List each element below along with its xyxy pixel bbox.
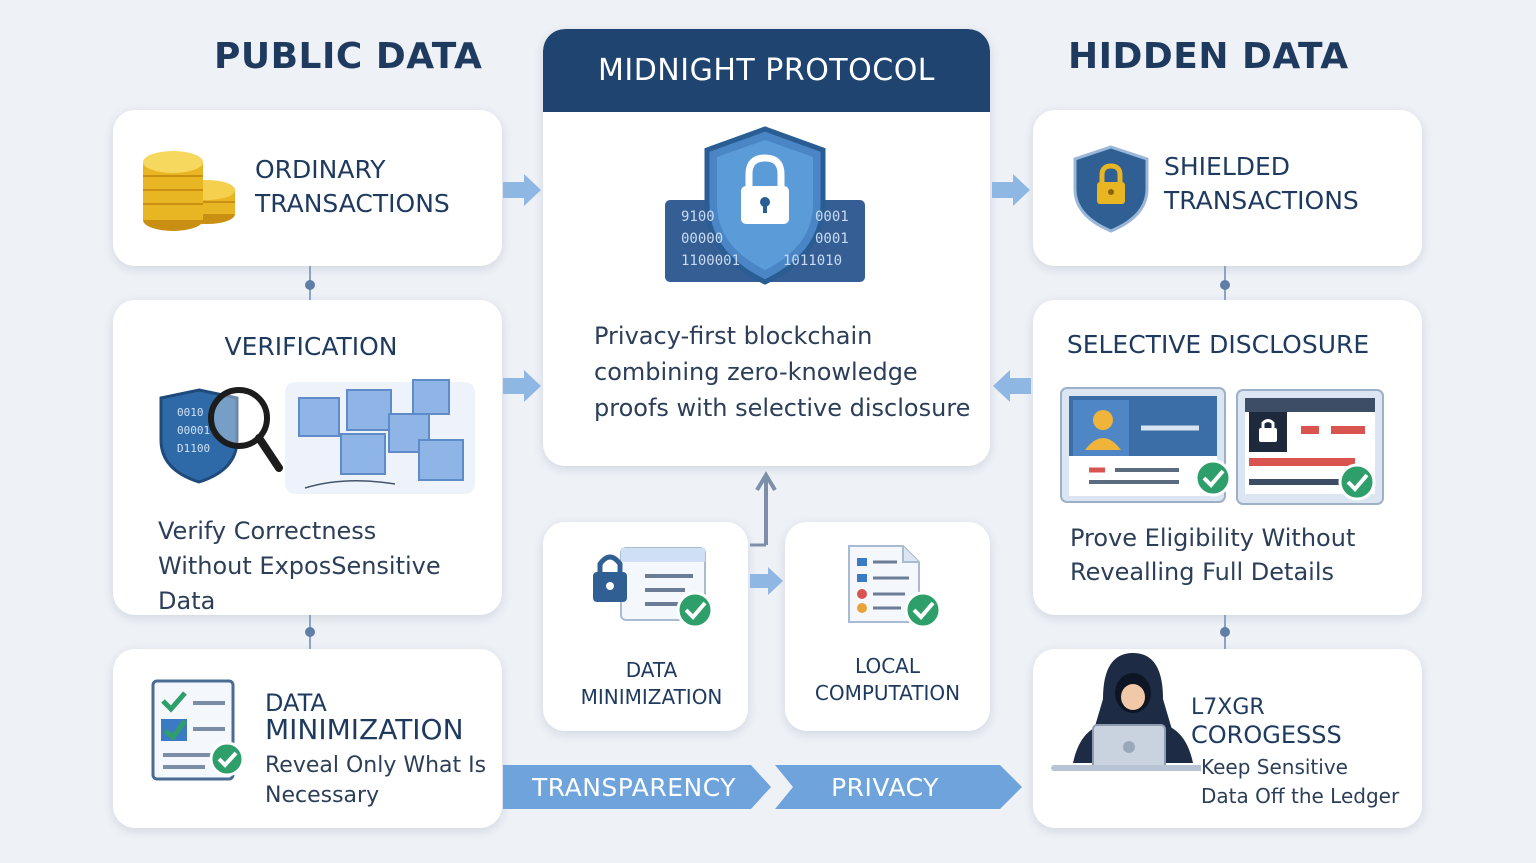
blocks-icon <box>285 379 475 494</box>
local-title-2: COMPUTATION <box>814 681 961 705</box>
arrow-ordinary-to-protocol <box>503 174 541 206</box>
check-icon <box>1338 463 1376 501</box>
protocol-header <box>543 29 990 112</box>
shield-binary-1: 0010 <box>177 406 204 419</box>
protocol-description-2: combining zero-knowledge <box>594 358 918 386</box>
shielded-transactions-card: SHIELDED TRANSACTIONS <box>1033 110 1422 266</box>
ledger-card: L7XGR COROGESSS Keep Sensitive Data Off … <box>1033 649 1422 828</box>
minimization-title-1: DATA <box>265 689 327 717</box>
connector-dot-4 <box>1220 627 1230 637</box>
shielded-title-2: TRANSACTIONS <box>1164 186 1359 215</box>
id-card-icon <box>593 547 706 621</box>
connector-dot-2 <box>305 627 315 637</box>
binary-right-2: 0001 <box>815 231 849 247</box>
transparency-band-shape <box>503 765 771 809</box>
middle-min-title-2: MINIMIZATION <box>580 685 723 709</box>
selective-desc-1: Prove Eligibility Without <box>1070 524 1356 552</box>
public-data-heading: PUBLIC DATA <box>214 36 483 77</box>
shielded-title-1: SHIELDED <box>1164 152 1291 181</box>
ledger-desc-2: Data Off the Ledger <box>1201 784 1400 808</box>
ledger-title-1: L7XGR <box>1191 695 1265 720</box>
shield-lock-icon <box>1073 145 1149 233</box>
magnifier-icon <box>159 387 283 484</box>
connector-dot-3 <box>1220 280 1230 290</box>
selective-title: SELECTIVE DISCLOSURE <box>1066 330 1370 359</box>
protocol-description-1: Privacy-first blockchain <box>594 322 873 350</box>
data-minimization-card: DATA MINIMIZATION Reveal Only What Is Ne… <box>113 649 502 828</box>
middle-min-title-1: DATA <box>625 658 678 682</box>
check-icon <box>1194 459 1232 497</box>
hidden-data-heading: HIDDEN DATA <box>1068 36 1349 77</box>
local-title-1: LOCAL <box>855 654 920 678</box>
local-computation-card: LOCAL COMPUTATION <box>785 522 990 731</box>
arrow-selective-to-protocol <box>993 370 1031 402</box>
shield-binary-3: D1100 <box>177 442 211 455</box>
privacy-band: PRIVACY <box>831 772 939 802</box>
binary-left-2: 00000 <box>681 231 724 247</box>
verification-desc-1: Verify Correctness <box>158 517 377 545</box>
ordinary-transactions-card: ORDINARY TRANSACTIONS <box>113 110 502 266</box>
coins-icon <box>143 151 235 231</box>
shield-lock-icon <box>665 126 865 285</box>
hacker-laptop-icon <box>1051 653 1201 771</box>
minimization-title-2: MINIMIZATION <box>265 713 464 746</box>
binary-left-1: 9100 <box>681 209 715 225</box>
ledger-title-2: COROGESSS <box>1191 721 1342 749</box>
transparency-band: TRANSPARENCY <box>531 772 737 802</box>
check-icon <box>676 591 714 629</box>
verification-title: VERIFICATION <box>224 332 398 361</box>
ordinary-title-1: ORDINARY <box>255 155 386 184</box>
verification-card: VERIFICATION 0010 00001 D1100 Verify Cor… <box>113 300 502 615</box>
protocol-title: MIDNIGHT PROTOCOL <box>597 53 936 88</box>
connector-dot-1 <box>305 280 315 290</box>
arrow-protocol-to-shielded <box>992 174 1030 206</box>
privacy-band-shape <box>775 765 1022 809</box>
selective-disclosure-card: SELECTIVE DISCLOSURE Prove Eligibility W… <box>1033 300 1422 615</box>
id-card-icon <box>1060 387 1226 503</box>
binary-right-3: 1011010 <box>783 253 843 269</box>
ledger-desc-1: Keep Sensitive <box>1201 755 1348 779</box>
binary-left-3: 1100001 <box>681 253 741 269</box>
middle-data-minimization-card: DATA MINIMIZATION <box>543 522 748 731</box>
shield-binary-2: 00001 <box>177 424 211 437</box>
selective-desc-2: Revealling Full Details <box>1070 558 1334 586</box>
arrow-min-to-local <box>750 567 783 595</box>
ordinary-title-2: TRANSACTIONS <box>255 189 450 218</box>
arrow-up-to-protocol <box>755 471 777 545</box>
minimization-desc-2: Necessary <box>265 783 380 808</box>
protocol-description-3: proofs with selective disclosure <box>594 394 971 422</box>
check-icon <box>904 591 942 629</box>
checklist-icon <box>151 679 245 781</box>
arrow-verification-to-protocol <box>503 370 541 402</box>
verification-desc-2: Without ExposSensitive Data <box>158 552 441 615</box>
binary-right-1: 0001 <box>815 209 849 225</box>
midnight-protocol-card: MIDNIGHT PROTOCOL 9100 0001 00000 0001 1… <box>543 29 990 466</box>
minimization-desc-1: Reveal Only What Is <box>265 753 487 778</box>
